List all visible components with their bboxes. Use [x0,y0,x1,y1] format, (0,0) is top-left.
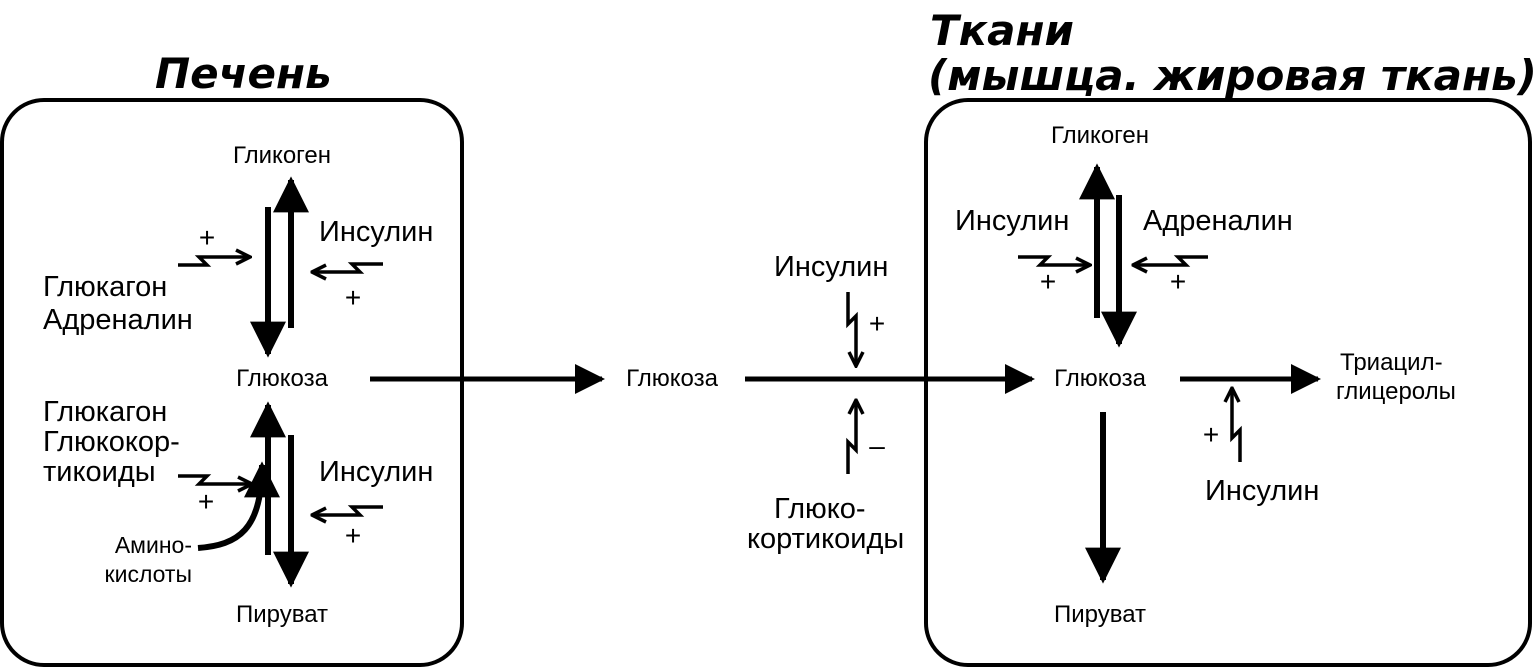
tissue-insulin-tag-zigzag-arrow [1232,388,1242,462]
liver-glucagon-zigzag-arrow [178,257,250,267]
amino-acids-arrow [197,461,280,551]
liver-glucocorticoids-label-1: Глюкокор- [43,426,180,458]
blood-minus-sign: – [869,430,885,461]
liver-glucose-label: Глюкоза [236,365,329,392]
tissue-plus-sign-1: + [1040,266,1056,297]
blood-insulin-zigzag-arrow [846,292,856,366]
liver-plus-sign-2: + [345,282,361,313]
tissue-adrenaline-zigzag-arrow [1133,255,1208,265]
liver-glucagon-label: Глюкагон [43,271,167,303]
liver-insulin-zigzag-arrow-top [312,262,383,272]
liver-glucagon-label-2: Глюкагон [43,396,167,428]
liver-adrenaline-label: Адреналин [43,304,193,336]
triacylglycerol-label-1: Триацил- [1340,349,1443,376]
blood-glucocorticoids-label-1: Глюко- [774,493,866,525]
blood-plus-sign: + [869,308,885,339]
liver-insulin-zigzag-arrow-bottom [312,505,383,515]
tissue-glycogen-label: Гликоген [1051,122,1149,149]
liver-plus-sign-4: + [345,520,361,551]
amino-acids-label-2: кислоты [105,561,192,587]
blood-insulin-label: Инсулин [774,251,888,283]
liver-glucocorticoids-label-2: тикоиды [43,456,156,488]
tissue-insulin-zigzag-arrow [1018,255,1090,265]
blood-glucocorticoids-zigzag-arrow [846,400,856,474]
tissue-insulin-label-bottom: Инсулин [1205,475,1319,507]
tissue-adrenaline-label: Адреналин [1143,205,1293,237]
triacylglycerol-label-2: глицеролы [1336,378,1456,405]
tissue-plus-sign-3: + [1203,419,1219,450]
tissue-pyruvate-label: Пируват [1054,601,1146,628]
liver-pyruvate-label: Пируват [236,601,328,628]
liver-insulin-label-bottom: Инсулин [319,456,433,488]
liver-box [0,98,464,667]
liver-glucocorticoids-zigzag-arrow [178,474,252,484]
blood-glucocorticoids-label-2: кортикоиды [747,523,904,555]
tissues-title-line2: (мышца. жировая ткань) [928,51,1534,100]
tissue-plus-sign-2: + [1170,266,1186,297]
liver-plus-sign-1: + [199,222,215,253]
liver-title: Печень [155,49,332,98]
liver-plus-sign-3: + [198,486,214,517]
tissue-glucose-label: Глюкоза [1054,365,1147,392]
liver-glycogen-label: Гликоген [233,142,331,169]
tissue-insulin-label-top: Инсулин [955,205,1069,237]
tissues-title-line1: Ткани [930,6,1074,55]
blood-glucose-label: Глюкоза [626,365,719,392]
tissues-box [924,98,1532,667]
amino-acids-label-1: Амино- [115,532,192,558]
liver-insulin-label-top: Инсулин [319,216,433,248]
